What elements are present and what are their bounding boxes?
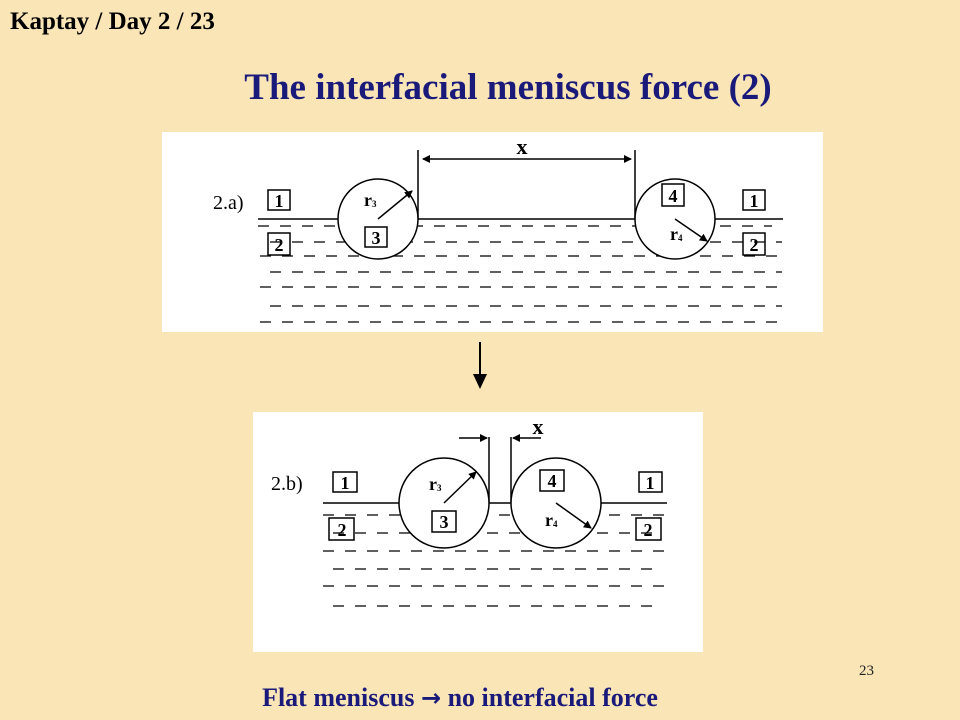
particle-4-label: 4 xyxy=(669,186,678,206)
phase-2-label-right: 2 xyxy=(644,520,653,540)
particle-4-label: 4 xyxy=(548,471,557,491)
slide-footer: Flat meniscus → no interfacial force xyxy=(0,683,920,713)
radius-r4-arrow xyxy=(555,502,592,529)
diagram-2a-figure: 2.a) x 1 2 1 2 3 4 r3 r4 xyxy=(213,134,783,323)
phase-1-label-right: 1 xyxy=(750,191,759,211)
radius-r4-arrow xyxy=(674,218,708,242)
phase-1-box-right xyxy=(742,189,766,211)
radius-r3-arrow xyxy=(443,471,477,504)
phase-2-label-left: 2 xyxy=(275,235,284,255)
phase-2-label-right: 2 xyxy=(750,235,759,255)
page-number: 23 xyxy=(859,663,874,679)
particle-3-box xyxy=(431,510,457,533)
diagram-2b-figure: 2.b) x 1 2 1 2 3 4 r3 r4 xyxy=(271,414,667,607)
particle-4-box xyxy=(539,469,565,492)
phase-1-label-left: 1 xyxy=(275,191,284,211)
phase-1-label-left: 1 xyxy=(341,473,350,493)
radius-r3-label: r3 xyxy=(429,474,442,494)
transition-arrow-icon xyxy=(473,342,487,389)
radius-r3-arrow xyxy=(377,190,413,220)
slide-header: Kaptay / Day 2 / 23 xyxy=(10,8,215,35)
right-arrow-icon: → xyxy=(420,684,442,712)
particle-3-box xyxy=(364,226,388,248)
phase-1-label-right: 1 xyxy=(646,473,655,493)
phase-2-box-left xyxy=(267,232,291,256)
footer-text-before: Flat meniscus xyxy=(262,683,415,712)
diagram-2a: 2.a) x 1 2 1 2 3 4 r3 r4 xyxy=(162,132,823,332)
phase-2-box-left xyxy=(328,517,355,541)
diagram-label: 2.a) xyxy=(213,192,244,214)
phase-2-box-right xyxy=(635,517,662,541)
diagram-2b: 2.b) x 1 2 1 2 3 4 r3 r4 xyxy=(253,412,703,652)
radius-r4-label: r4 xyxy=(545,510,558,530)
phase-2-box-right xyxy=(742,232,766,256)
phase-1-box-left xyxy=(267,189,291,211)
footer-text-after: no interfacial force xyxy=(447,683,658,712)
particle-3-label: 3 xyxy=(440,512,449,532)
radius-r3-label: r3 xyxy=(364,190,377,210)
liquid-phase-dashes xyxy=(323,514,667,607)
diagram-label: 2.b) xyxy=(271,473,303,495)
phase-1-box-left xyxy=(332,471,358,493)
phase-2-label-left: 2 xyxy=(338,520,347,540)
particle-4-box xyxy=(661,183,685,207)
distance-label: x xyxy=(517,134,528,159)
particle-3-label: 3 xyxy=(372,228,381,248)
slide-title: The interfacial meniscus force (2) xyxy=(244,67,772,108)
phase-1-box-right xyxy=(638,471,663,493)
radius-r4-label: r4 xyxy=(670,224,683,244)
distance-label: x xyxy=(533,414,544,439)
